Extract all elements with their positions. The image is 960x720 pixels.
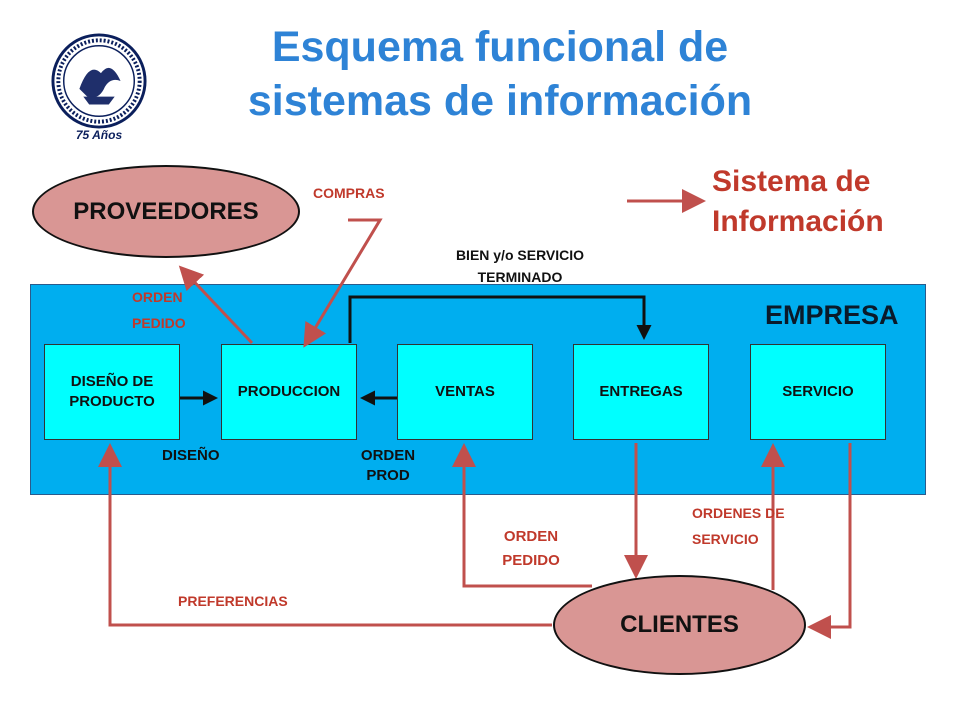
department-entregas: ENTREGAS xyxy=(573,344,709,440)
department-label: ENTREGAS xyxy=(599,383,683,400)
proveedores-ellipse: PROVEEDORES xyxy=(32,165,300,258)
legend-line-1: Sistema de xyxy=(712,165,871,198)
department-label: VENTAS xyxy=(435,383,495,400)
clientes-label: CLIENTES xyxy=(620,611,739,638)
label-line: PROD xyxy=(366,467,410,484)
label-line: ORDEN xyxy=(360,447,416,464)
department-label-line1: DISEÑO DE xyxy=(70,373,154,390)
label-line: PEDIDO xyxy=(132,315,186,331)
orden-pedido-clientes-label: ORDEN PEDIDO xyxy=(490,525,572,573)
label-line: ORDEN xyxy=(132,289,183,305)
ordenes-servicio-label: ORDENES DE SERVICIO xyxy=(692,500,785,552)
bien-servicio-terminado-arrow xyxy=(348,295,652,343)
title-line-2: sistemas de información xyxy=(247,77,753,125)
orden-pedido-clientes-arrow xyxy=(452,443,592,588)
department-label: PRODUCCION xyxy=(237,383,341,400)
compras-arrow xyxy=(303,218,383,348)
bien-servicio-terminado-label: BIEN y/o SERVICIO TERMINADO xyxy=(420,244,620,288)
label-line: ORDENES DE xyxy=(692,505,785,521)
orden-pedido-proveedores-arrow xyxy=(178,265,254,345)
title-line-1: Esquema funcional de xyxy=(271,23,729,71)
orden-prod-label: ORDEN PROD xyxy=(350,446,426,486)
department-ventas: VENTAS xyxy=(397,344,533,440)
legend-line-2: Información xyxy=(712,205,884,238)
logo-years-caption: 75 Años xyxy=(75,128,123,142)
label-line: SERVICIO xyxy=(692,531,759,547)
sistema-informacion-legend: Sistema de Información xyxy=(712,162,884,242)
department-label-line2: PRODUCTO xyxy=(69,393,155,410)
preferencias-arrow xyxy=(98,443,552,627)
label-line: ORDEN xyxy=(503,528,559,545)
diseno-label: DISEÑO xyxy=(162,447,220,464)
empresa-label: EMPRESA xyxy=(765,300,899,330)
preferencias-label: PREFERENCIAS xyxy=(178,593,288,609)
label-line: BIEN y/o SERVICIO xyxy=(455,247,585,263)
clientes-ellipse: CLIENTES xyxy=(553,575,806,675)
servicio-clientes-arrow xyxy=(807,443,852,639)
department-label: SERVICIO xyxy=(782,383,854,400)
department-servicio: SERVICIO xyxy=(750,344,886,440)
orden-pedido-proveedores-label: ORDEN PEDIDO xyxy=(132,284,186,336)
label-line: PEDIDO xyxy=(502,552,560,569)
label-line: TERMINADO xyxy=(477,269,563,285)
department-diseno-producto: DISEÑO DE PRODUCTO xyxy=(44,344,180,440)
department-produccion: PRODUCCION xyxy=(221,344,357,440)
institution-seal-logo xyxy=(51,33,147,129)
compras-label: COMPRAS xyxy=(313,185,385,201)
proveedores-label: PROVEEDORES xyxy=(73,197,259,225)
page-title: Esquema funcional de sistemas de informa… xyxy=(180,20,820,128)
